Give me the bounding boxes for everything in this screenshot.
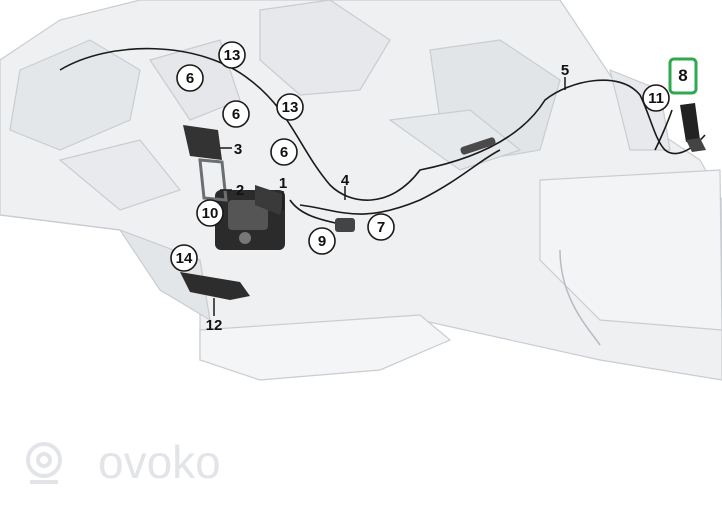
callout-circle [196, 199, 224, 227]
release-cables [59, 47, 706, 226]
callout-circle [176, 64, 204, 92]
callout-circle [222, 100, 250, 128]
callout-1: 1 [279, 175, 287, 192]
callout-10: 10 [196, 199, 224, 227]
callout-number: 13 [282, 99, 299, 116]
callout-5: 5 [561, 62, 569, 79]
guide-part-14 [180, 272, 250, 300]
callout-circle [170, 244, 198, 272]
callout-6: 6 [176, 64, 204, 92]
highlight-box [668, 57, 698, 95]
callout-number: 4 [341, 172, 350, 189]
release-handle-8 [680, 103, 706, 152]
callout-number: 2 [236, 182, 244, 199]
callout-number: 1 [279, 175, 287, 192]
car-body-structure [0, 0, 722, 381]
callout-6: 6 [270, 138, 298, 166]
callout-4: 4 [341, 172, 350, 189]
callout-number: 6 [280, 144, 288, 161]
ovoko-logo-icon [26, 442, 62, 484]
callout-8: 8 [668, 57, 698, 95]
callout-number: 10 [202, 205, 219, 222]
callout-circle [642, 84, 670, 112]
callout-circle [270, 138, 298, 166]
callout-number: 9 [318, 233, 326, 250]
callout-6: 6 [222, 100, 250, 128]
callout-number: 11 [648, 90, 664, 107]
callout-12: 12 [206, 317, 223, 334]
callout-number: 12 [206, 317, 223, 334]
callout-13: 13 [218, 41, 246, 69]
callout-circle [308, 227, 336, 255]
part-9 [335, 218, 355, 232]
callout-circle [367, 213, 395, 241]
callout-13: 13 [276, 93, 304, 121]
callout-number: 7 [377, 219, 385, 236]
bracket-part-3 [183, 125, 222, 160]
callout-11: 11 [642, 84, 670, 112]
callout-circle [218, 41, 246, 69]
callout-14: 14 [170, 244, 198, 272]
bracket-part-2 [198, 158, 228, 202]
cable-sleeve-4 [460, 137, 496, 155]
callout-7: 7 [367, 213, 395, 241]
callout-number: 5 [561, 62, 569, 79]
callout-number: 14 [176, 250, 193, 267]
callout-number: 6 [186, 70, 194, 87]
callout-9: 9 [308, 227, 336, 255]
callout-number: 3 [234, 141, 242, 158]
callout-number: 6 [232, 106, 240, 123]
callout-number: 13 [224, 47, 241, 64]
callout-3: 3 [234, 141, 242, 158]
callout-number: 8 [678, 66, 687, 85]
callout-2: 2 [236, 182, 244, 199]
callout-circle [276, 93, 304, 121]
leader-lines [213, 77, 566, 316]
watermark: ovoko [26, 436, 221, 488]
hood-lock-assembly [215, 185, 285, 250]
watermark-text: ovoko [98, 436, 221, 488]
